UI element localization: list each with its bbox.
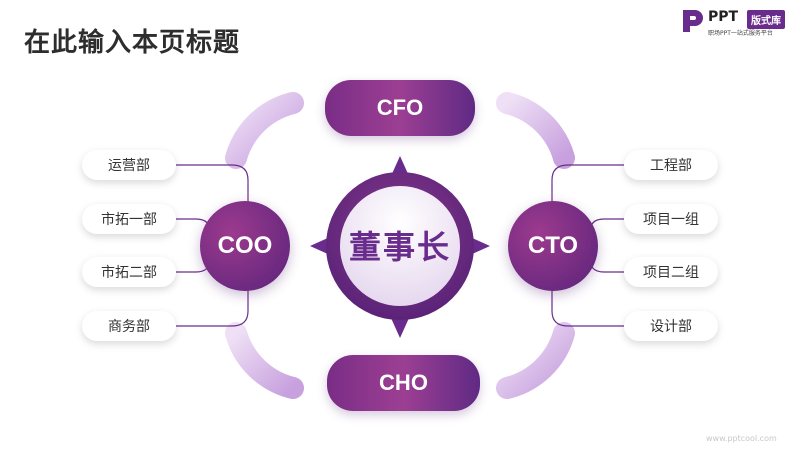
center-compass [310,156,490,338]
arc-decoration-top-left [225,92,304,169]
brand-logo: PPT 版式库 职场PPT一站式服务平台 [680,8,795,38]
arc-decoration-bottom-right [496,322,575,399]
right-item-1: 工程部 [624,150,718,180]
left-item-4: 商务部 [82,311,176,341]
cfo-node: CFO [325,80,475,136]
right-item-4: 设计部 [624,311,718,341]
arc-decoration-top-right [496,92,575,169]
arc-decoration-bottom-left [225,322,304,399]
logo-brand: PPT [708,9,739,25]
footer-url: www.pptcool.com [706,434,777,443]
logo-mark-icon [683,10,703,32]
page-title: 在此输入本页标题 [24,28,241,58]
cho-node: CHO [327,355,480,411]
center-label: 董事长 [348,228,451,266]
cto-node: CTO [508,201,598,291]
coo-node: COO [200,201,290,291]
right-item-2: 项目一组 [624,204,718,234]
right-connectors [551,164,624,327]
logo-badge: 版式库 [747,10,785,29]
left-item-1: 运营部 [82,150,176,180]
left-item-2: 市拓一部 [82,204,176,234]
right-item-3: 项目二组 [624,257,718,287]
logo-tagline: 职场PPT一站式服务平台 [708,30,773,37]
left-item-3: 市拓二部 [82,257,176,287]
